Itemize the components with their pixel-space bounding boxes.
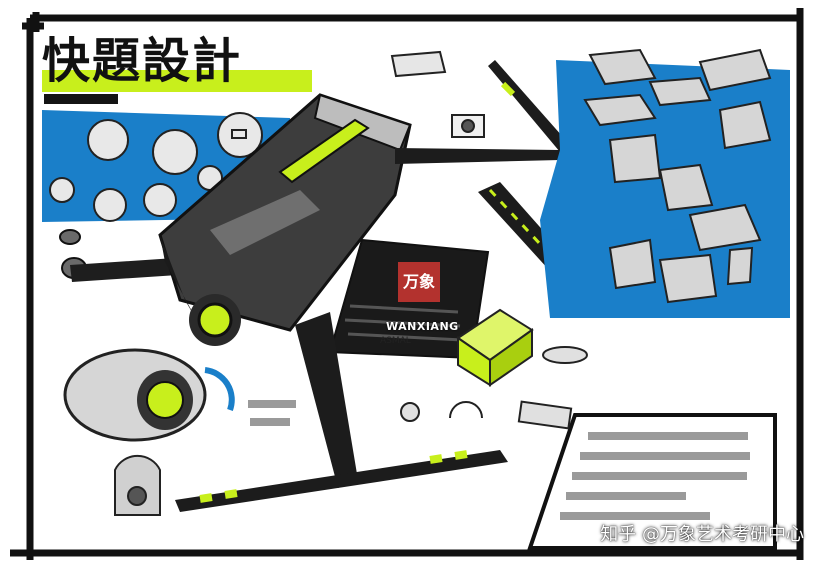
watermark-label: WANXIANG [386, 320, 459, 333]
page-title: 快題設計 [42, 33, 243, 89]
frame [10, 8, 804, 560]
drone-arms [175, 60, 570, 512]
watermark: 万象 WANXIANG [386, 262, 459, 338]
top-part-sketch [390, 50, 447, 78]
sketch-label: ASMAL [380, 336, 411, 346]
misc-parts [248, 346, 588, 430]
parts-sketches [583, 48, 772, 304]
watermark-logo: 万象 [398, 262, 440, 302]
camera-icon [451, 114, 485, 138]
lens [189, 294, 241, 346]
credit-text: 知乎 @万象艺术考研中心 [600, 524, 804, 545]
title-highlight [42, 70, 312, 92]
lens-sketch [63, 348, 235, 442]
yellow-box-sketch [456, 308, 534, 387]
dome-sketch [114, 454, 161, 516]
camera-body [158, 93, 412, 335]
icon-buttons [49, 112, 263, 222]
note-panel [527, 413, 777, 550]
